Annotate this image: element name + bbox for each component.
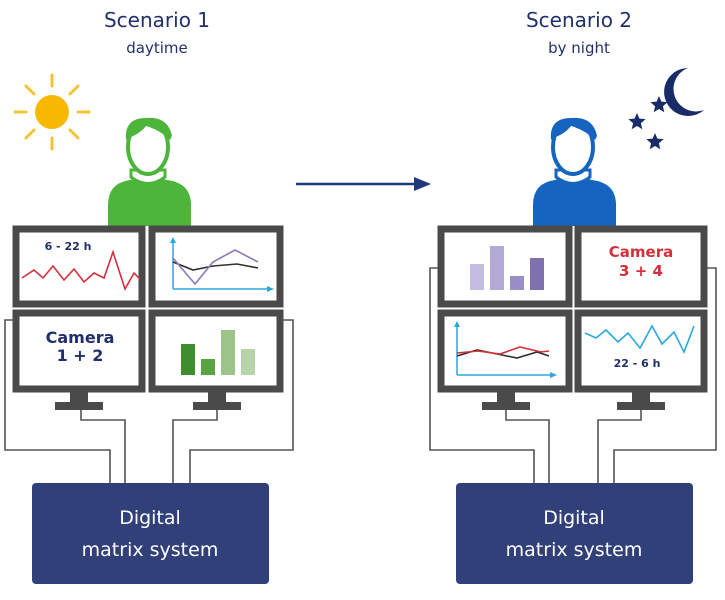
cables-1 <box>4 319 294 484</box>
system-label-1-line1: Digital <box>119 507 181 529</box>
monitor-bottom-left <box>12 309 146 410</box>
line-chart-purple <box>172 249 259 286</box>
star-icon <box>646 133 664 150</box>
camera-label-night-line1: Camera <box>609 243 673 261</box>
sun-icon <box>13 73 91 151</box>
scenario-2-title: Scenario 2 <box>526 8 632 32</box>
monitor-bottom-left-night <box>437 309 573 410</box>
system-label-2-line1: Digital <box>543 507 605 529</box>
scenario-1: Scenario 1 daytime <box>4 8 294 584</box>
arrow-right-icon <box>296 177 431 191</box>
scenario-2-subtitle: by night <box>548 39 610 57</box>
bar-chart-purple <box>470 246 544 290</box>
matrix-system-box-1 <box>32 483 269 584</box>
star-icon <box>650 96 668 113</box>
system-label-2-line2: matrix system <box>506 539 643 561</box>
time-label-night: 22 - 6 h <box>614 357 661 370</box>
star-icon <box>628 113 646 130</box>
system-label-1-line2: matrix system <box>82 539 219 561</box>
moon-icon <box>664 68 704 116</box>
scenario-1-subtitle: daytime <box>126 39 187 57</box>
line-chart-blue-night <box>584 324 695 354</box>
camera-label-night-line2: 3 + 4 <box>619 262 663 280</box>
line-chart-red-night <box>456 346 550 355</box>
monitor-bottom-right <box>148 309 284 410</box>
time-label-day: 6 - 22 h <box>45 240 92 253</box>
scenario-2: Scenario 2 by night Camera 3 + 4 <box>429 8 717 584</box>
monitor-top-left <box>12 225 146 308</box>
line-chart-red <box>21 249 141 291</box>
line-chart-dark <box>172 261 259 271</box>
camera-label-day-line2: 1 + 2 <box>57 346 104 365</box>
person-icon <box>108 117 191 226</box>
line-chart-axes-night <box>454 321 557 378</box>
monitor-top-left-night <box>437 225 573 308</box>
camera-label-day-line1: Camera <box>46 328 115 347</box>
matrix-system-box-2 <box>456 483 693 584</box>
monitor-top-right-night <box>574 225 708 308</box>
bar-chart-green <box>181 330 255 375</box>
scenario-1-title: Scenario 1 <box>104 8 210 32</box>
cables-2 <box>429 267 717 484</box>
line-chart-axes <box>170 237 274 292</box>
person-icon <box>533 117 616 226</box>
